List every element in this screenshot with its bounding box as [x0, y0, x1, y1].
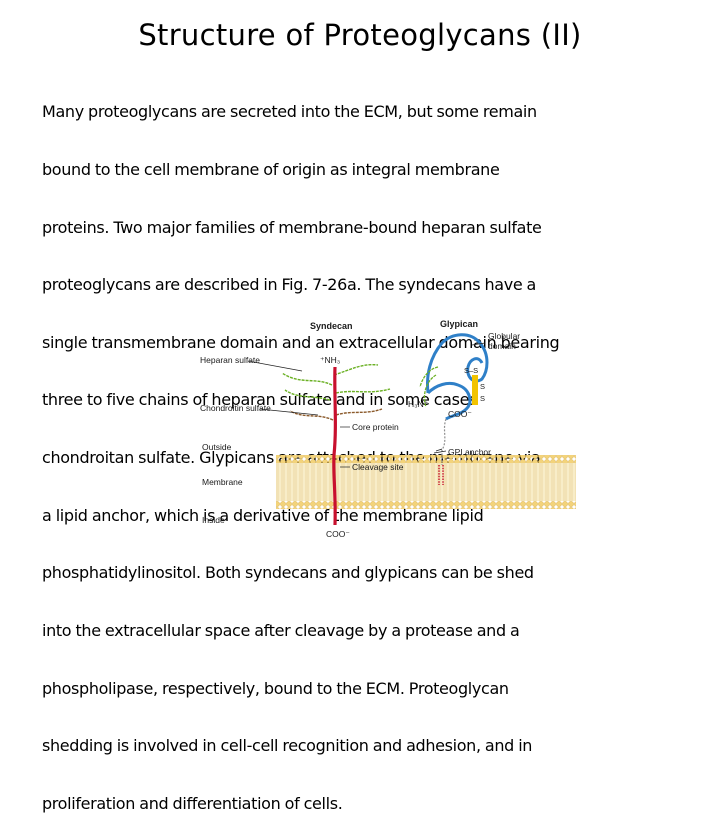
paragraph-line: Many proteoglycans are secreted into the… — [42, 102, 537, 122]
proteoglycan-diagram: Syndecan Glypican Globular domain Hepara… — [200, 319, 576, 539]
paragraph-line: bound to the cell membrane of origin as … — [42, 160, 500, 180]
glypican-loop — [426, 333, 489, 394]
glypican-core-protein — [426, 333, 489, 421]
chondroitin-chain — [335, 408, 383, 416]
glypican-side-chains — [419, 366, 439, 408]
outside-label: Outside — [202, 442, 232, 452]
paragraph-line: proteins. Two major families of membrane… — [42, 217, 542, 237]
h3n-glypican-label: H₃N⁺ — [408, 399, 429, 409]
glypican-label: Glypican — [440, 319, 478, 329]
gpi-anchor — [441, 418, 447, 465]
paragraph-line: a lipid anchor, which is a derivative of… — [42, 505, 484, 525]
membrane-outer-heads — [276, 455, 576, 463]
membrane-label: Membrane — [202, 477, 243, 487]
glypican-stem — [426, 381, 472, 421]
paragraph-line: proliferation and differentiation of cel… — [42, 793, 343, 813]
paragraph-line: proteoglycans are described in Fig. 7-26… — [42, 275, 536, 295]
membrane-bilayer — [276, 455, 576, 509]
leader-line — [471, 342, 486, 346]
heparan-chain — [281, 372, 333, 386]
leader-lines — [247, 342, 486, 468]
gpi-anchor-label: GPI anchor — [448, 447, 491, 457]
leader-line — [247, 360, 303, 372]
coo-glypican-label: COO⁻ — [448, 409, 472, 419]
proteoglycan-figure: Syndecan Glypican Globular domain Hepara… — [190, 315, 690, 540]
glypican-chain — [419, 366, 439, 388]
slide-title: Structure of Proteoglycans (II) — [138, 18, 582, 52]
leader-line — [433, 450, 447, 454]
syndecan-core-protein — [332, 366, 337, 526]
disulfide-label: S — [480, 394, 485, 403]
inside-label: Inside — [202, 515, 225, 525]
leader-line — [259, 408, 319, 416]
nh3-syndecan-label: ⁺NH₃ — [320, 355, 340, 365]
membrane-inner-heads — [276, 501, 576, 509]
chondroitin-chain — [289, 410, 334, 421]
syndecan-label: Syndecan — [310, 321, 353, 331]
glypican-chain — [423, 374, 437, 408]
leader-line — [435, 448, 443, 452]
disulfide-label: S — [480, 382, 485, 391]
paragraph-line: into the extracellular space after cleav… — [42, 620, 520, 640]
heparan-sulfate-chains — [281, 363, 391, 401]
disulfide-label: S–S — [464, 366, 478, 375]
heparan-chain — [333, 363, 379, 376]
cleavage-site-label: Cleavage site — [352, 462, 404, 472]
heparan-chain — [335, 388, 391, 394]
heparan-sulfate-label: Heparan sulfate — [200, 355, 260, 365]
heparan-chain — [284, 389, 331, 401]
paragraph-line: phospholipase, respectively, bound to th… — [42, 678, 509, 698]
chondroitin-sulfate-label: Chondroitin sulfate — [200, 403, 271, 413]
paragraph-line: shedding is involved in cell-cell recogn… — [42, 736, 533, 756]
coo-syndecan-label: COO⁻ — [326, 529, 350, 539]
disulfide-bonds — [472, 375, 478, 405]
core-protein-label: Core protein — [352, 422, 399, 432]
globular-domain-label: Globular — [488, 331, 520, 341]
membrane-tails-lines — [276, 463, 576, 501]
disulfide-bond — [472, 375, 478, 405]
paragraph-line: three to five chains of heparan sulfate … — [42, 390, 478, 410]
globular-domain-label: domain — [488, 341, 516, 351]
paragraph-line: phosphatidylinositol. Both syndecans and… — [42, 563, 534, 583]
